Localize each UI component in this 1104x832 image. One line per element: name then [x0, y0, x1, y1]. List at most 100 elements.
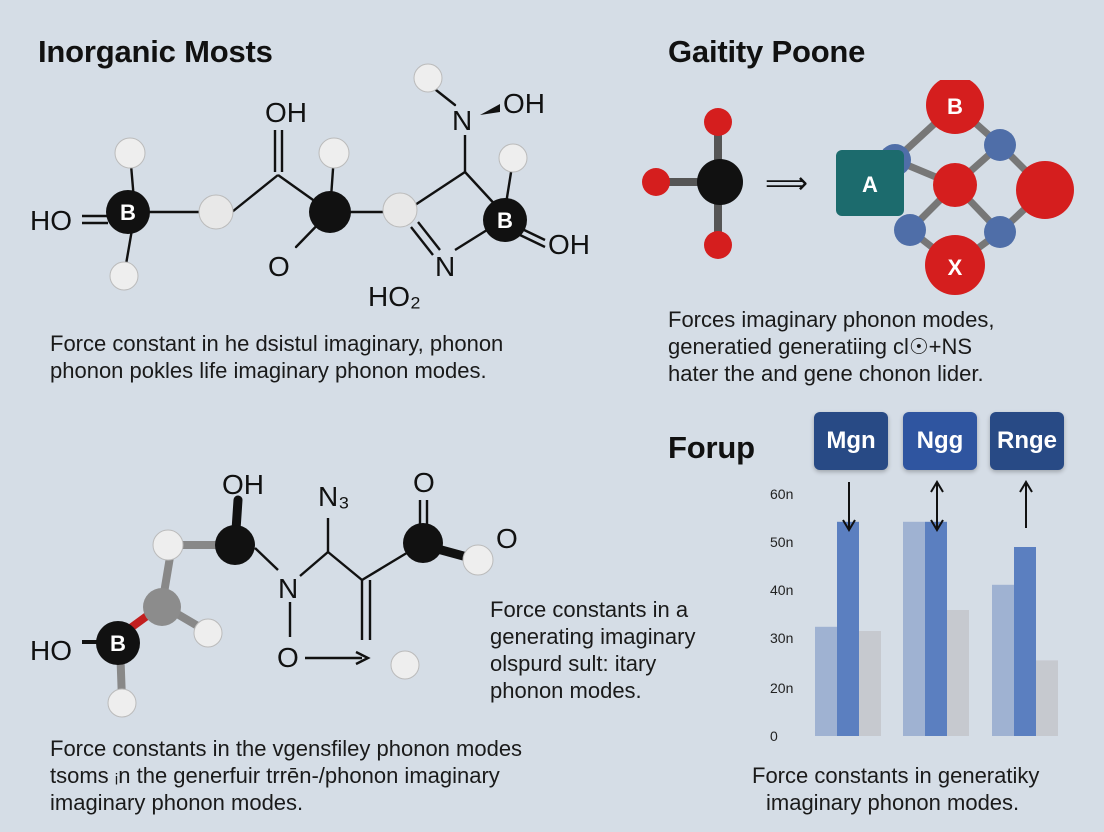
y-tick-label: 40n — [770, 582, 793, 598]
oxygen-atom — [642, 168, 670, 196]
bar — [1014, 547, 1036, 736]
caption-line: Force constants in a — [490, 597, 689, 622]
label-o: O — [277, 642, 299, 673]
hydrogen-atom — [107, 688, 137, 718]
caption-line: imaginary phonon modes. — [50, 790, 304, 815]
atom-letter: B — [947, 94, 963, 119]
hydrogen-atom — [413, 63, 443, 93]
y-tick-label: 0 — [770, 728, 778, 744]
label-ho: HO — [30, 635, 72, 666]
hydrogen-atom — [109, 261, 139, 291]
y-tick-label: 60n — [770, 486, 793, 502]
bond — [327, 551, 363, 581]
label-oh: OH — [503, 88, 545, 119]
panel-title-inorganic: Inorganic Mosts — [38, 34, 273, 69]
caption-line: olspurd sult: itary — [490, 651, 657, 676]
caption-line: hater the and gene chonon lider. — [668, 361, 984, 386]
bond — [254, 547, 279, 571]
arrow-head-down — [930, 519, 944, 532]
bond — [417, 221, 441, 251]
caption-line: Force constants in the vgensfiley phonon… — [50, 736, 523, 761]
arrow-head — [355, 650, 371, 666]
bar — [837, 521, 859, 736]
caption-line: phonon pokles life imaginary phonon mode… — [50, 358, 487, 383]
label-oh: OH — [265, 97, 307, 128]
carbon-atom — [309, 191, 351, 233]
panel-title-forup: Forup — [668, 430, 755, 465]
caption-line: generatied generatiing cl☉+NS — [668, 334, 973, 359]
bond — [410, 226, 434, 256]
caption-line: imaginary phonon modes. — [766, 790, 1020, 815]
molecule-diagram-top-left: B B OH N OH HO O N OH HO₂ — [30, 63, 590, 312]
hydrogen-atom — [318, 137, 350, 169]
hydrogen-atom — [498, 143, 528, 173]
caption-line: phonon modes. — [490, 678, 642, 703]
crystal-structure-diagram: ⟹ B X A — [642, 80, 1074, 295]
caption-line: Forces imaginary phonon modes, — [668, 307, 995, 332]
label-n: N — [452, 105, 472, 136]
hydrogen-atom — [382, 192, 418, 228]
bar — [947, 610, 969, 736]
atom-letter: B — [497, 208, 513, 233]
carbon-atom — [143, 588, 181, 626]
y-tick-label: 20n — [770, 680, 793, 696]
molecule-diagram-bottom-left: B OH N₃ O O HO N O — [30, 467, 518, 718]
boron-atom — [96, 621, 140, 665]
caption-line: generating imaginary — [490, 624, 696, 649]
x-site-atom — [925, 235, 985, 295]
hydrogen-atom — [462, 544, 494, 576]
box-label: A — [862, 172, 878, 197]
oxygen-atom — [704, 231, 732, 259]
caption-line: tsoms ᵢn the generfuir trrēn-/phonon ima… — [50, 763, 500, 788]
bond — [299, 551, 329, 577]
boron-atom — [483, 198, 527, 242]
bond — [414, 170, 466, 207]
hydrogen-atom — [198, 194, 234, 230]
carbon-atom — [403, 523, 443, 563]
tag-rnge: Rnge — [990, 412, 1064, 470]
bar — [815, 626, 837, 736]
arrow-head-down — [842, 519, 856, 532]
label-oh: OH — [548, 229, 590, 260]
tag-mgn: Mgn — [814, 412, 888, 470]
wedge-bond — [480, 104, 500, 115]
hydrogen-atom — [114, 137, 146, 169]
arrow-head-up — [930, 480, 944, 493]
bond — [519, 233, 546, 249]
arrow-symbol: ⟹ — [765, 167, 808, 200]
carbon-atom — [215, 525, 255, 565]
a-site-box — [836, 150, 904, 216]
label-o: O — [268, 251, 290, 282]
oxygen-atom — [704, 108, 732, 136]
label-n: N — [278, 573, 298, 604]
panel-title-gaitity: Gaitity Poone — [668, 34, 866, 69]
boron-atom — [106, 190, 150, 234]
hydrogen-atom — [152, 529, 184, 561]
hydrogen-atom — [193, 618, 223, 648]
bar — [859, 631, 881, 736]
y-tick-label: 50n — [770, 534, 793, 550]
hydrogen-atom — [390, 650, 420, 680]
label-n3: N₃ — [318, 481, 350, 512]
bar — [1036, 660, 1058, 736]
caption-line: Force constants in generatiky — [752, 763, 1040, 788]
arrow-head-up — [1019, 480, 1033, 493]
b-site-atom — [926, 80, 984, 134]
lattice-atom — [894, 214, 926, 246]
caption-top-left: Force constant in he dsistul imaginary, … — [50, 330, 503, 384]
atom-letter: X — [948, 255, 963, 280]
tag-ngg: Ngg — [903, 412, 977, 470]
caption-bottom-left: Force constants in the vgensfiley phonon… — [50, 735, 522, 816]
lattice-atom — [984, 216, 1016, 248]
lattice-atom — [984, 129, 1016, 161]
bar — [992, 584, 1014, 736]
label-oh: OH — [222, 469, 264, 500]
caption-top-right: Forces imaginary phonon modes, generatie… — [668, 306, 995, 387]
label-ho: HO — [30, 205, 72, 236]
label-n: N — [435, 251, 455, 282]
label-o: O — [496, 523, 518, 554]
caption-line: Force constant in he dsistul imaginary, … — [50, 331, 504, 356]
bond — [434, 88, 457, 107]
lattice-atom — [1016, 161, 1074, 219]
